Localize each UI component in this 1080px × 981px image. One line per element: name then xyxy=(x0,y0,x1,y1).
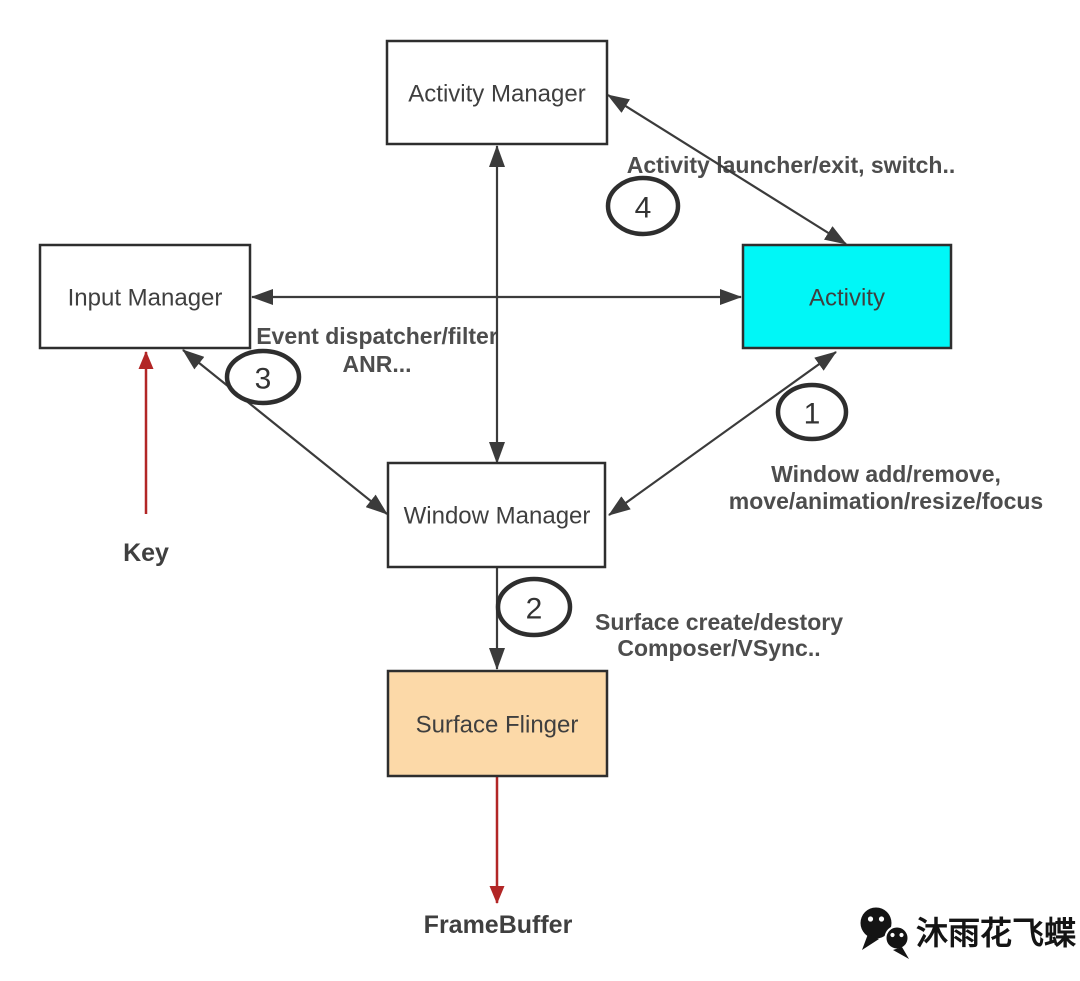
node-surface-flinger-box xyxy=(386,669,609,778)
node-activity-manager: Activity Manager xyxy=(385,39,609,146)
step-badge-4: 4 xyxy=(605,175,681,237)
node-activity-manager-label: Activity Manager xyxy=(408,81,585,108)
node-window-manager-label: Window Manager xyxy=(404,503,591,530)
connector-activitymanager-activity xyxy=(607,94,847,245)
step-badge-3-circle xyxy=(224,348,302,406)
node-input-manager-label: Input Manager xyxy=(68,285,223,312)
annotation-event-dispatch-line1: Event dispatcher/filter xyxy=(256,323,498,349)
step-badge-2-circle xyxy=(495,576,573,638)
node-window-manager-box xyxy=(386,461,607,569)
node-surface-flinger-label: Surface Flinger xyxy=(416,712,579,739)
watermark: 沐雨花飞蝶 xyxy=(860,907,1077,959)
step-badges: 4 3 1 2 xyxy=(224,175,849,638)
connectors xyxy=(138,94,847,904)
annotation-activity-launch: Activity launcher/exit, switch.. xyxy=(627,152,956,178)
label-framebuffer: FrameBuffer xyxy=(424,911,573,939)
annotation-window-ops-line1: Window add/remove, xyxy=(771,461,1001,487)
node-activity-box xyxy=(741,243,953,350)
step-badge-4-number: 4 xyxy=(635,192,652,225)
annotation-surface-ops-line1: Surface create/destory xyxy=(595,609,843,635)
step-badge-2-number: 2 xyxy=(526,593,543,626)
annotation-surface-ops-line2: Composer/VSync.. xyxy=(617,635,820,661)
connector-inputmanager-windowmanager xyxy=(182,349,388,515)
step-badge-4-circle xyxy=(605,175,681,237)
step-badge-1-number: 1 xyxy=(804,398,821,431)
watermark-text: 沐雨花飞蝶 xyxy=(916,915,1077,951)
node-input-manager-box xyxy=(38,243,252,350)
wechat-icon xyxy=(860,907,910,959)
annotation-window-ops-line2: move/animation/resize/focus xyxy=(729,488,1043,514)
node-activity: Activity xyxy=(741,243,953,350)
annotation-event-dispatch-line2: ANR... xyxy=(343,351,412,377)
node-activity-manager-box xyxy=(385,39,609,146)
step-badge-1: 1 xyxy=(775,382,849,442)
step-badge-1-circle xyxy=(775,382,849,442)
nodes: Activity Manager Input Manager Activity … xyxy=(38,39,953,778)
node-window-manager: Window Manager xyxy=(386,461,607,569)
connector-activity-windowmanager xyxy=(608,351,837,516)
node-activity-label: Activity xyxy=(809,285,885,312)
node-input-manager: Input Manager xyxy=(38,243,252,350)
step-badge-2: 2 xyxy=(495,576,573,638)
step-badge-3: 3 xyxy=(224,348,302,406)
node-surface-flinger: Surface Flinger xyxy=(386,669,609,778)
label-key: Key xyxy=(123,539,169,567)
step-badge-3-number: 3 xyxy=(255,363,272,396)
